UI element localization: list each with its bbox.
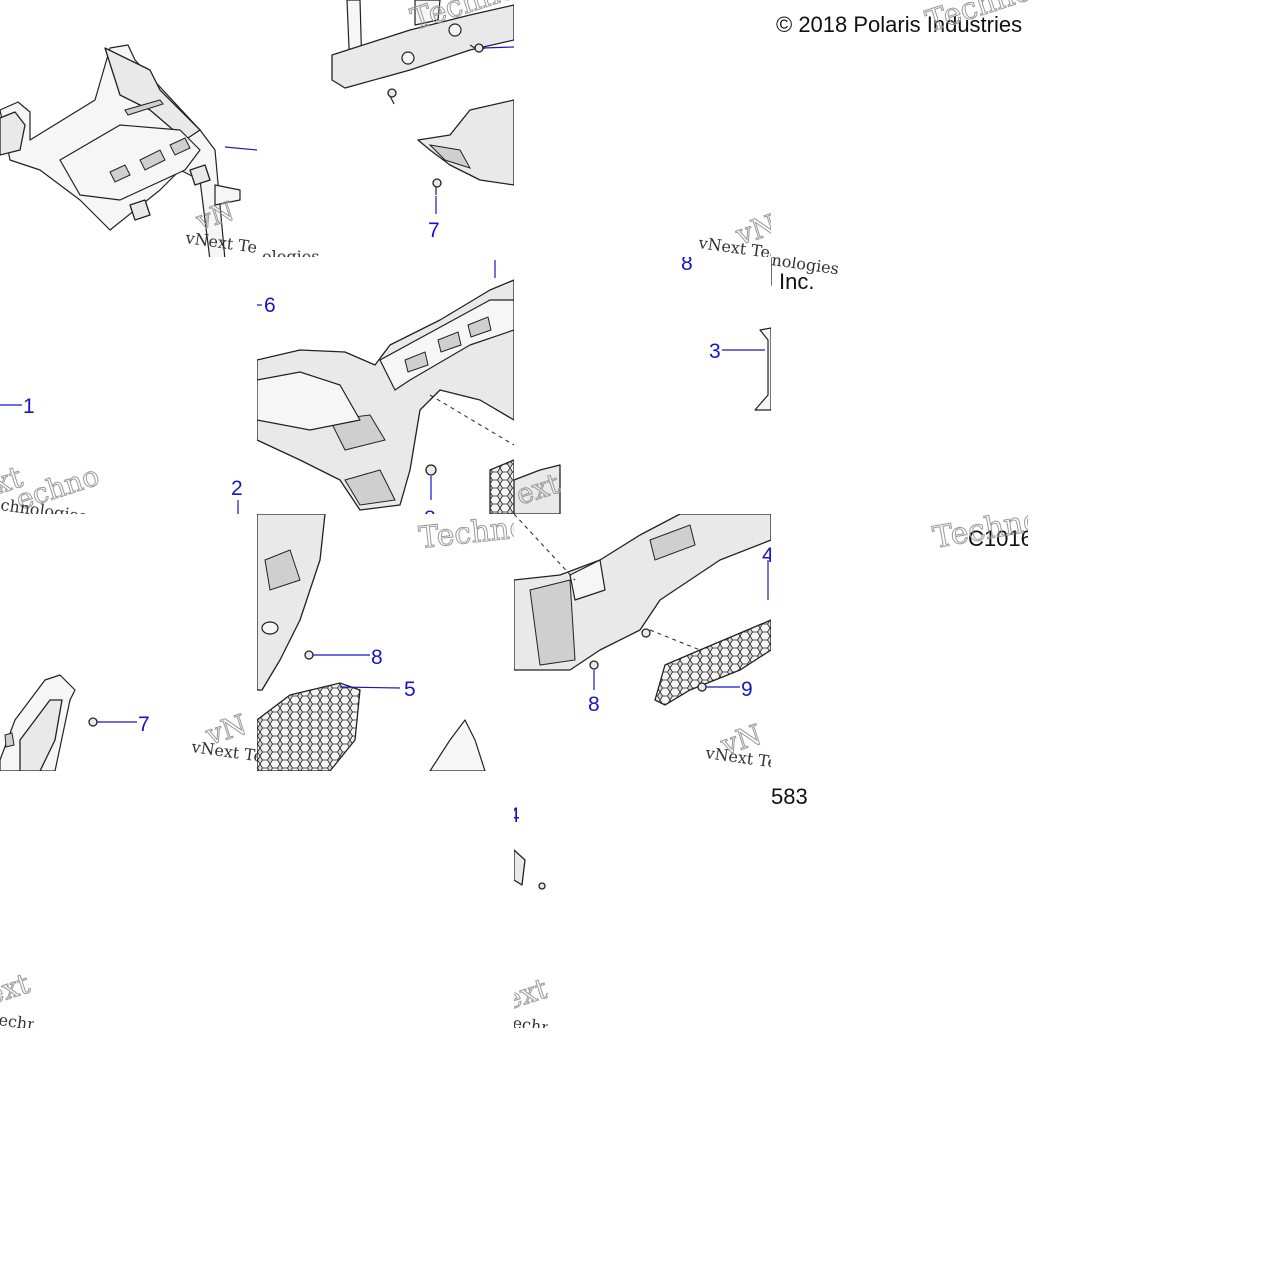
tile-frame-bracket: vNext Tec vN [0, 44, 267, 258]
callout-8-mid: 8 [424, 507, 436, 530]
callout-1: 1 [23, 395, 35, 418]
callout-6: 6 [264, 294, 276, 317]
tile-grille-5: 8 5 Technologies [257, 514, 514, 771]
watermark-text: ologies [262, 247, 319, 266]
callout-8-top-right: 8 [681, 252, 693, 275]
tile-fragment-mid: 4 ext echno [500, 804, 562, 1039]
callout-9: 9 [741, 678, 753, 701]
tile-copyright: © 2018 Polaris Industries Techno [776, 0, 1028, 40]
tile-bracket-3: 8 3 ext [514, 252, 771, 514]
callout-2: 2 [231, 477, 243, 500]
tile-fragment-left: ext echno [0, 966, 48, 1036]
watermark-text: echno [511, 1013, 562, 1039]
callout-8-lower-left: 8 [371, 646, 383, 669]
tile-blank-top: vN vNext Technologies [696, 207, 771, 257]
watermark-outline: ext [0, 967, 34, 1012]
tile-callout-1-2: 1 2 ext echno chnologies [0, 395, 243, 514]
callout-7-lower: 7 [138, 713, 150, 736]
watermark-text: vNext Tec [183, 228, 267, 258]
tile-mount-bar: 7 Techno ologies [262, 0, 514, 266]
figure-code-suffix: 583 [771, 784, 808, 809]
callout-5: 5 [404, 678, 416, 701]
copyright-text: © 2018 Polaris Industries [776, 12, 1022, 37]
callout-7-top: 7 [428, 219, 440, 242]
callout-3: 3 [709, 340, 721, 363]
tile-bumper-right: 8 4 9 vNext Technologies vN [514, 514, 774, 771]
callout-4-fragment: 4 [508, 804, 520, 827]
callout-4: 4 [762, 544, 774, 567]
figure-code-prefix: C1016 [968, 526, 1033, 551]
watermark-outline: ext [500, 972, 552, 1017]
copyright-suffix: Inc. [779, 269, 814, 294]
tile-bumper-left: 6 8 [257, 260, 514, 530]
tile-figure-code: C1016 Techno [930, 514, 1033, 556]
watermark-text: echno [0, 1010, 48, 1036]
tile-inc: Inc. nologies [771, 257, 840, 294]
callout-8-lower-right: 8 [588, 693, 600, 716]
